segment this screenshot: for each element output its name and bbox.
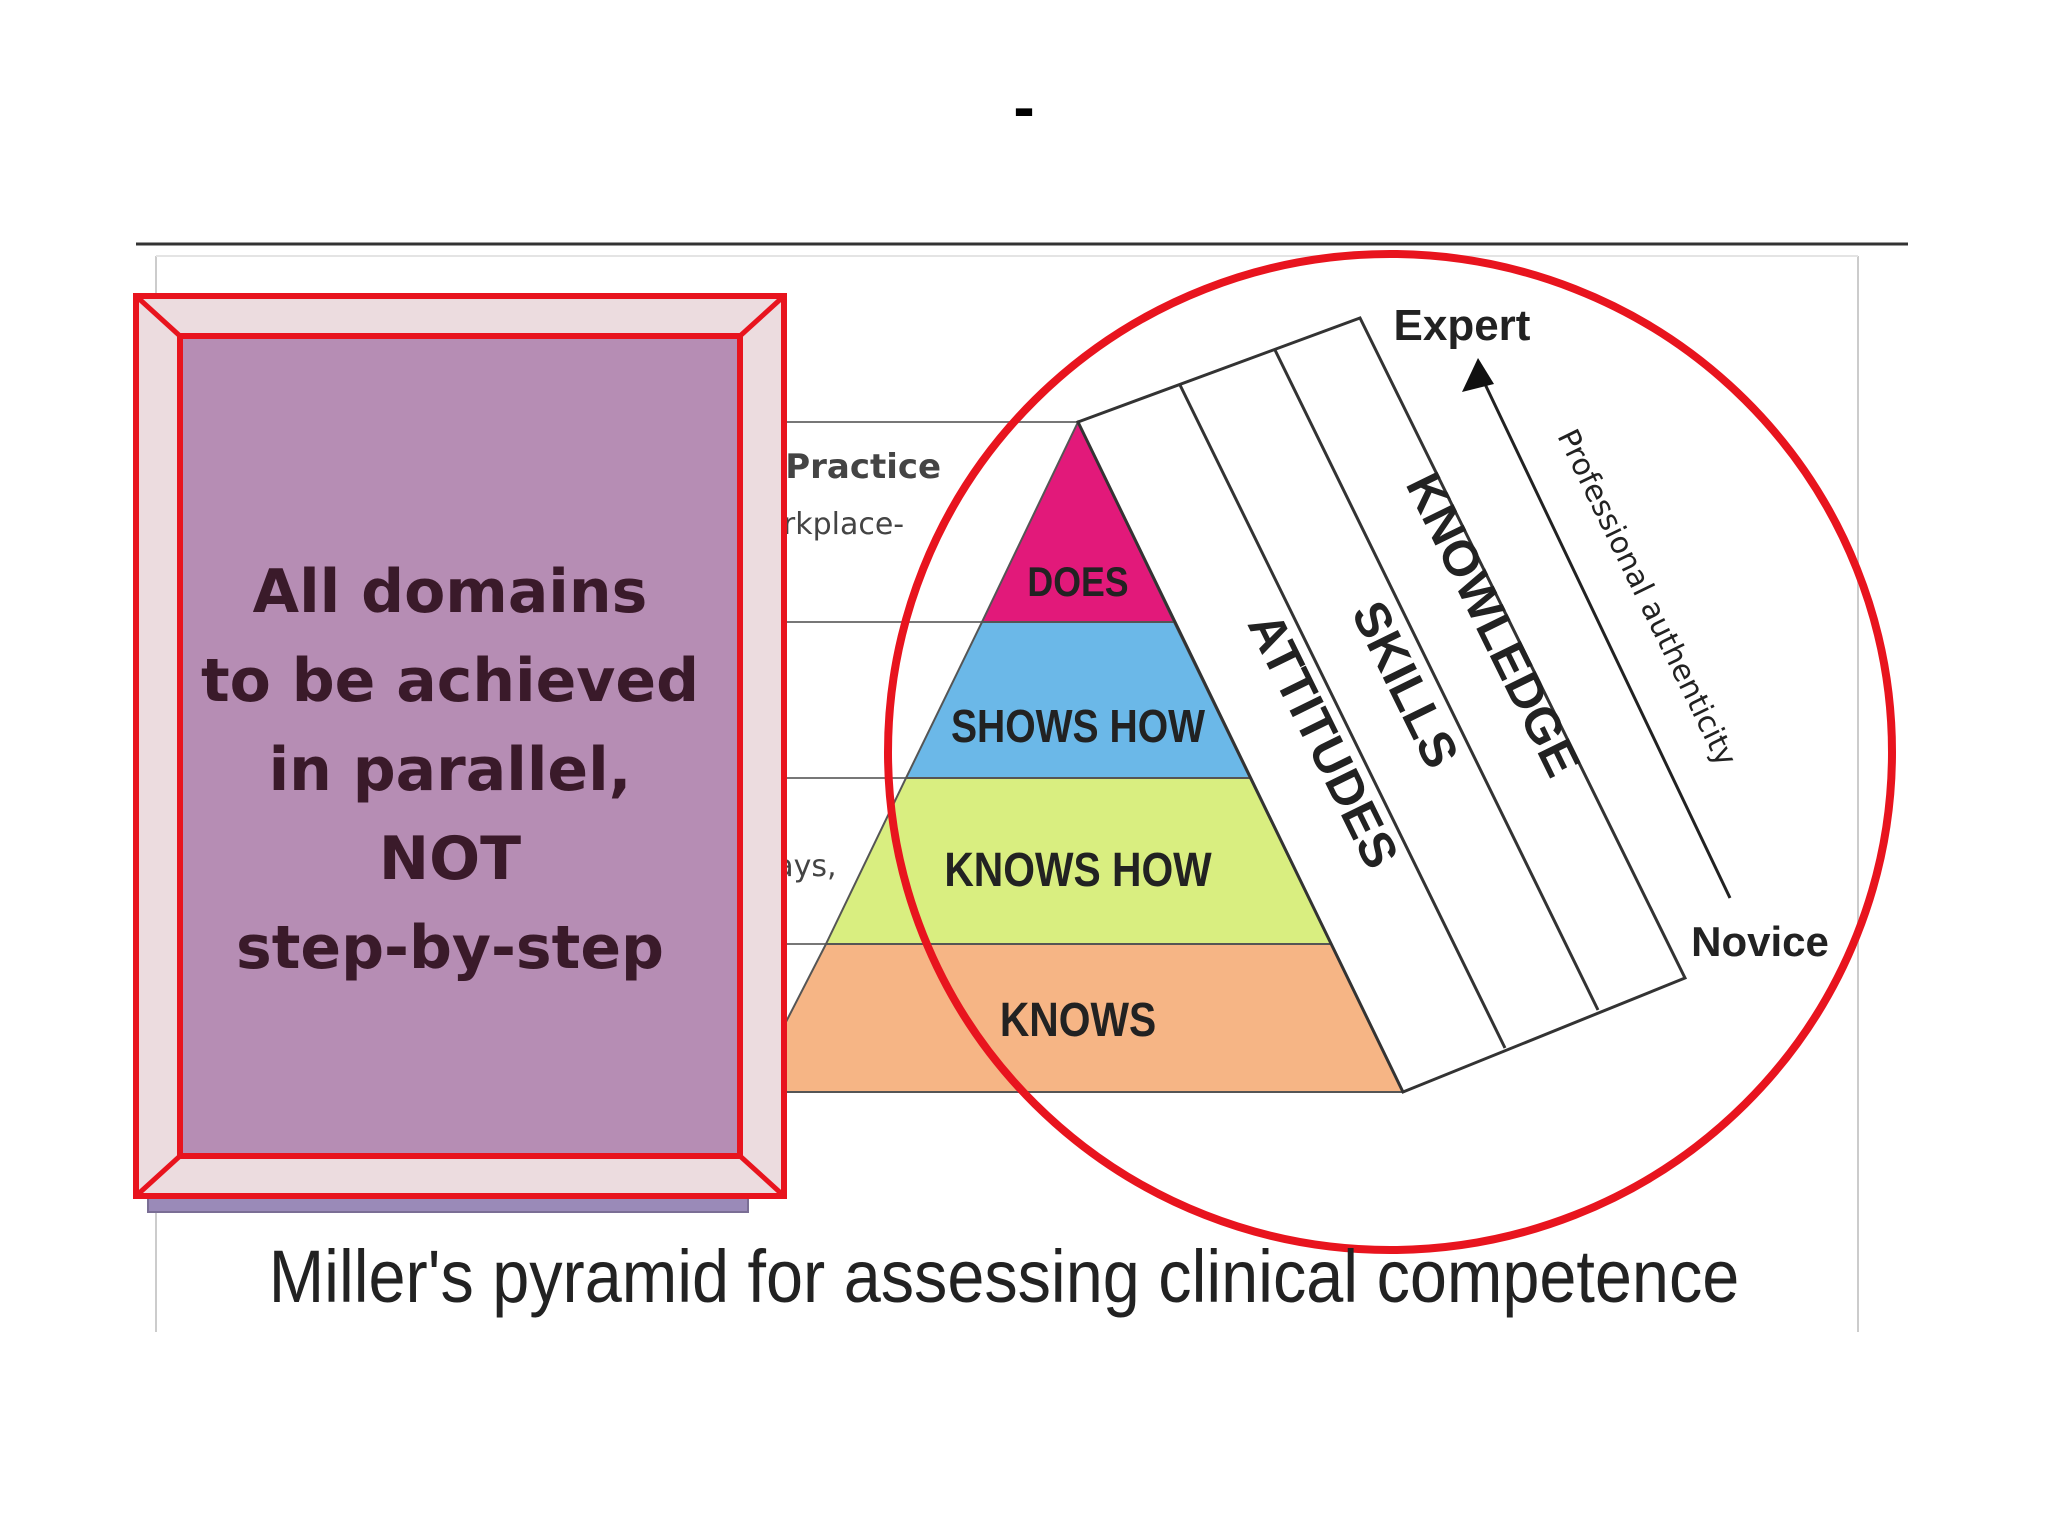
callout-fill — [180, 336, 740, 1156]
callout-text: All domains to be achieved in parallel, … — [180, 548, 720, 993]
pyramid-label-knows: KNOWS — [1000, 994, 1156, 1047]
callout-line: to be achieved — [200, 646, 700, 716]
figure-caption: Miller's pyramid for assessing clinical … — [269, 1235, 1740, 1318]
callout-inner-border — [177, 333, 743, 1159]
callout-outer-border — [133, 293, 787, 1199]
callout-line: in parallel, — [268, 735, 632, 805]
highlight-circle — [884, 250, 1896, 1254]
callout-line: step-by-step — [236, 913, 664, 983]
axis-label-expert: Expert — [1394, 301, 1531, 350]
domain-divider — [1273, 349, 1600, 1011]
arrow-up-icon — [1462, 358, 1494, 392]
pyramid-label-shows-how: SHOWS HOW — [951, 701, 1206, 753]
callout-line: All domains — [252, 557, 648, 627]
domain-bands — [1075, 316, 1688, 1094]
callout-box — [133, 293, 787, 1213]
pyramid — [748, 419, 1405, 1093]
domain-bands-outline — [1075, 316, 1688, 1094]
pyramid-label-knows-how: KNOWS HOW — [944, 844, 1211, 897]
pyramid-label-does: DOES — [1027, 559, 1128, 605]
callout-line: NOT — [378, 824, 522, 894]
authenticity-arrow-line — [1482, 381, 1732, 899]
domain-divider — [1178, 384, 1507, 1049]
axis-label-novice: Novice — [1691, 918, 1829, 965]
slide-title: - — [1013, 71, 1035, 143]
